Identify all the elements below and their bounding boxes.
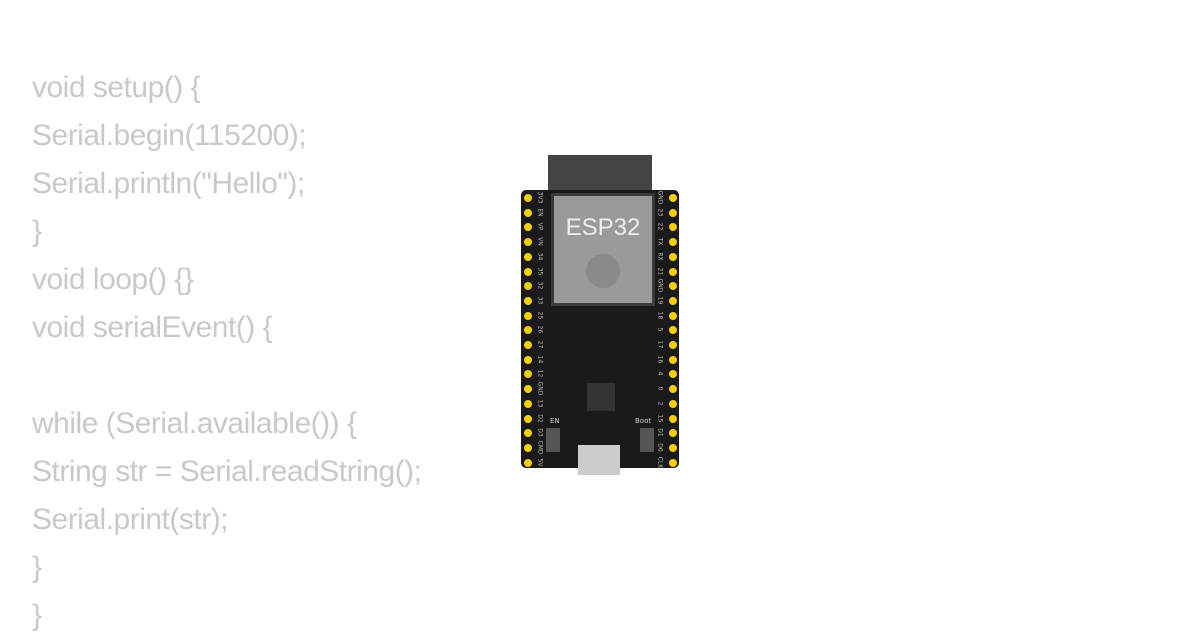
code-line: Serial.begin(115200); (32, 119, 307, 152)
code-line: void serialEvent() { (32, 311, 273, 344)
usb-port (578, 445, 620, 475)
pin-label: CMD (536, 440, 544, 455)
pin[interactable] (669, 252, 677, 261)
pin-label: 19 (656, 296, 664, 305)
code-line: void loop() {} (32, 263, 194, 296)
code-line: void setup() { (32, 71, 201, 104)
pin[interactable] (669, 458, 677, 467)
pin-label: 5V (536, 458, 544, 467)
code-listing: void setup() { Serial.begin(115200); Seria… (32, 64, 422, 640)
pin[interactable] (669, 355, 677, 364)
pin-label: 22 (656, 223, 664, 231)
code-line: String str = Serial.readString(); (32, 455, 422, 488)
pin[interactable] (524, 238, 532, 247)
pin-label: 13 (536, 399, 544, 408)
pin[interactable] (669, 443, 677, 452)
pin[interactable] (524, 458, 532, 467)
pin[interactable] (669, 326, 677, 335)
pin[interactable] (669, 282, 677, 291)
pin[interactable] (524, 414, 532, 423)
pin[interactable] (524, 194, 532, 202)
pin[interactable] (524, 355, 532, 364)
pin[interactable] (669, 194, 677, 202)
pin-label: GND (656, 190, 664, 205)
code-line: Serial.print(str); (32, 503, 229, 536)
pin-label: 27 (536, 340, 544, 349)
pin[interactable] (669, 223, 677, 232)
pin[interactable] (669, 341, 677, 349)
boot-label: Boot (635, 417, 652, 425)
pin[interactable] (524, 282, 532, 291)
pin[interactable] (524, 208, 532, 217)
pin[interactable] (669, 311, 677, 320)
pin-label: VP (536, 223, 544, 231)
usb-uart-chip (587, 383, 615, 411)
pin-label: 5 (656, 327, 664, 332)
boot-button[interactable] (640, 428, 654, 452)
pin-label: TX (656, 237, 664, 246)
pin-label: GND (536, 381, 544, 396)
pin[interactable] (669, 370, 677, 379)
pin[interactable] (524, 443, 532, 452)
pin-label: CLK (656, 456, 664, 468)
pin[interactable] (669, 238, 677, 247)
pin-label: RX (656, 252, 664, 261)
pin[interactable] (669, 429, 677, 438)
pin[interactable] (524, 296, 532, 305)
pin[interactable] (524, 267, 532, 276)
esp32-module: ESP32 (551, 193, 655, 306)
pin-label: 32 (536, 281, 544, 290)
pin[interactable] (524, 399, 532, 408)
pin[interactable] (524, 370, 532, 379)
code-line: while (Serial.available()) { (32, 407, 357, 440)
pin[interactable] (524, 341, 532, 349)
pin-label: GND (656, 278, 664, 293)
code-line: } (32, 599, 42, 632)
pin[interactable] (669, 296, 677, 305)
pin[interactable] (669, 414, 677, 423)
antenna (548, 155, 652, 195)
pin[interactable] (524, 252, 532, 261)
pin-label: D1 (656, 428, 664, 437)
pin-label: 33 (536, 296, 544, 305)
pin-label: 34 (536, 252, 544, 261)
en-button[interactable] (546, 428, 560, 452)
module-label: ESP32 (565, 214, 641, 241)
pin-label: 12 (536, 370, 544, 378)
code-line (32, 352, 421, 400)
pin[interactable] (669, 267, 677, 276)
pin[interactable] (524, 385, 532, 394)
pin[interactable] (524, 429, 532, 438)
pin-label: D3 (536, 428, 544, 437)
pin-label: D0 (656, 443, 664, 452)
pin[interactable] (669, 399, 677, 408)
pin[interactable] (524, 311, 532, 320)
pin-label: 3V3 (536, 191, 544, 204)
code-line: Serial.println("Hello"); (32, 167, 305, 200)
code-line: } (32, 215, 42, 248)
pin[interactable] (669, 208, 677, 217)
pin-label: 26 (536, 325, 544, 334)
pin-label: 0 (656, 386, 664, 391)
pin-label: 17 (656, 340, 664, 349)
pin[interactable] (524, 223, 532, 232)
en-label: EN (550, 417, 560, 425)
code-line: } (32, 551, 42, 584)
pin-label: VN (536, 237, 544, 246)
pin[interactable] (669, 385, 677, 394)
pin-label: 4 (656, 371, 664, 376)
pin[interactable] (524, 326, 532, 335)
espressif-logo-icon (586, 254, 620, 288)
pin-label: 2 (656, 401, 664, 406)
